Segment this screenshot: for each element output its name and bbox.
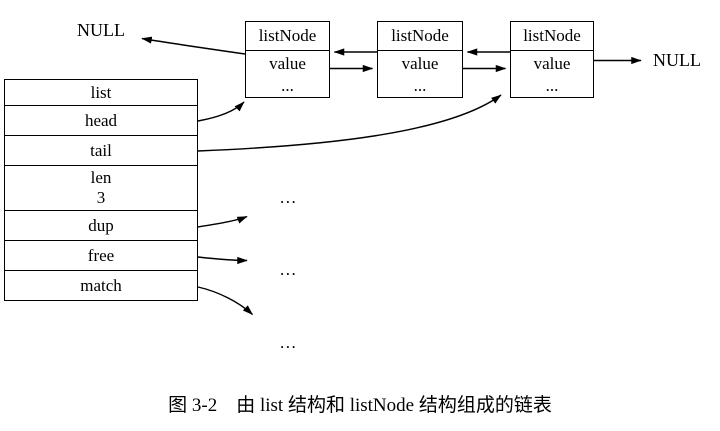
match-target-ellipsis: ...: [280, 333, 298, 352]
listnode-1-value: value: [269, 54, 306, 73]
free-target-ellipsis: ...: [280, 260, 298, 279]
list-field-head: head: [5, 105, 197, 135]
free-pointer-arrow: [197, 256, 248, 265]
listnode-3-title: listNode: [511, 22, 593, 51]
listnode-box-1: listNode value ...: [245, 21, 330, 98]
head-pointer-arrow: [197, 101, 245, 122]
node1-prev-null-arrow: [141, 36, 246, 55]
null-label-right: NULL: [653, 50, 701, 70]
listnode-2-title: listNode: [378, 22, 462, 51]
tail-pointer-arrow: [197, 94, 502, 152]
list-field-tail: tail: [5, 135, 197, 165]
list-struct-title: list: [90, 82, 112, 102]
list-struct-box: list head tail len 3 dup free match: [4, 79, 198, 301]
listnode-2-value: value: [401, 54, 439, 73]
null-label-left: NULL: [77, 20, 125, 40]
listnode-3-body: value ...: [511, 51, 593, 97]
len-value: 3: [96, 188, 106, 207]
dup-target-ellipsis: ...: [280, 188, 298, 207]
list-field-free: free: [5, 240, 197, 270]
listnode-1-title: listNode: [246, 22, 329, 51]
match-pointer-arrow: [197, 286, 254, 316]
listnode-box-2: listNode value ...: [377, 21, 463, 98]
list-field-match: match: [5, 270, 197, 300]
listnode-3-value: value: [533, 54, 571, 73]
listnode-2-ellipsis: ...: [413, 76, 427, 95]
listnode-3-ellipsis: ...: [545, 76, 559, 95]
len-label: len: [90, 168, 112, 187]
list-field-len: len 3: [5, 165, 197, 210]
figure-caption: 图 3-2 由 list 结构和 listNode 结构组成的链表: [168, 395, 552, 416]
dup-pointer-arrow: [197, 215, 248, 228]
list-field-dup: dup: [5, 210, 197, 240]
listnode-2-body: value ...: [378, 51, 462, 97]
listnode-box-3: listNode value ...: [510, 21, 594, 98]
listnode-1-body: value ...: [246, 51, 329, 97]
listnode-1-ellipsis: ...: [281, 76, 294, 95]
